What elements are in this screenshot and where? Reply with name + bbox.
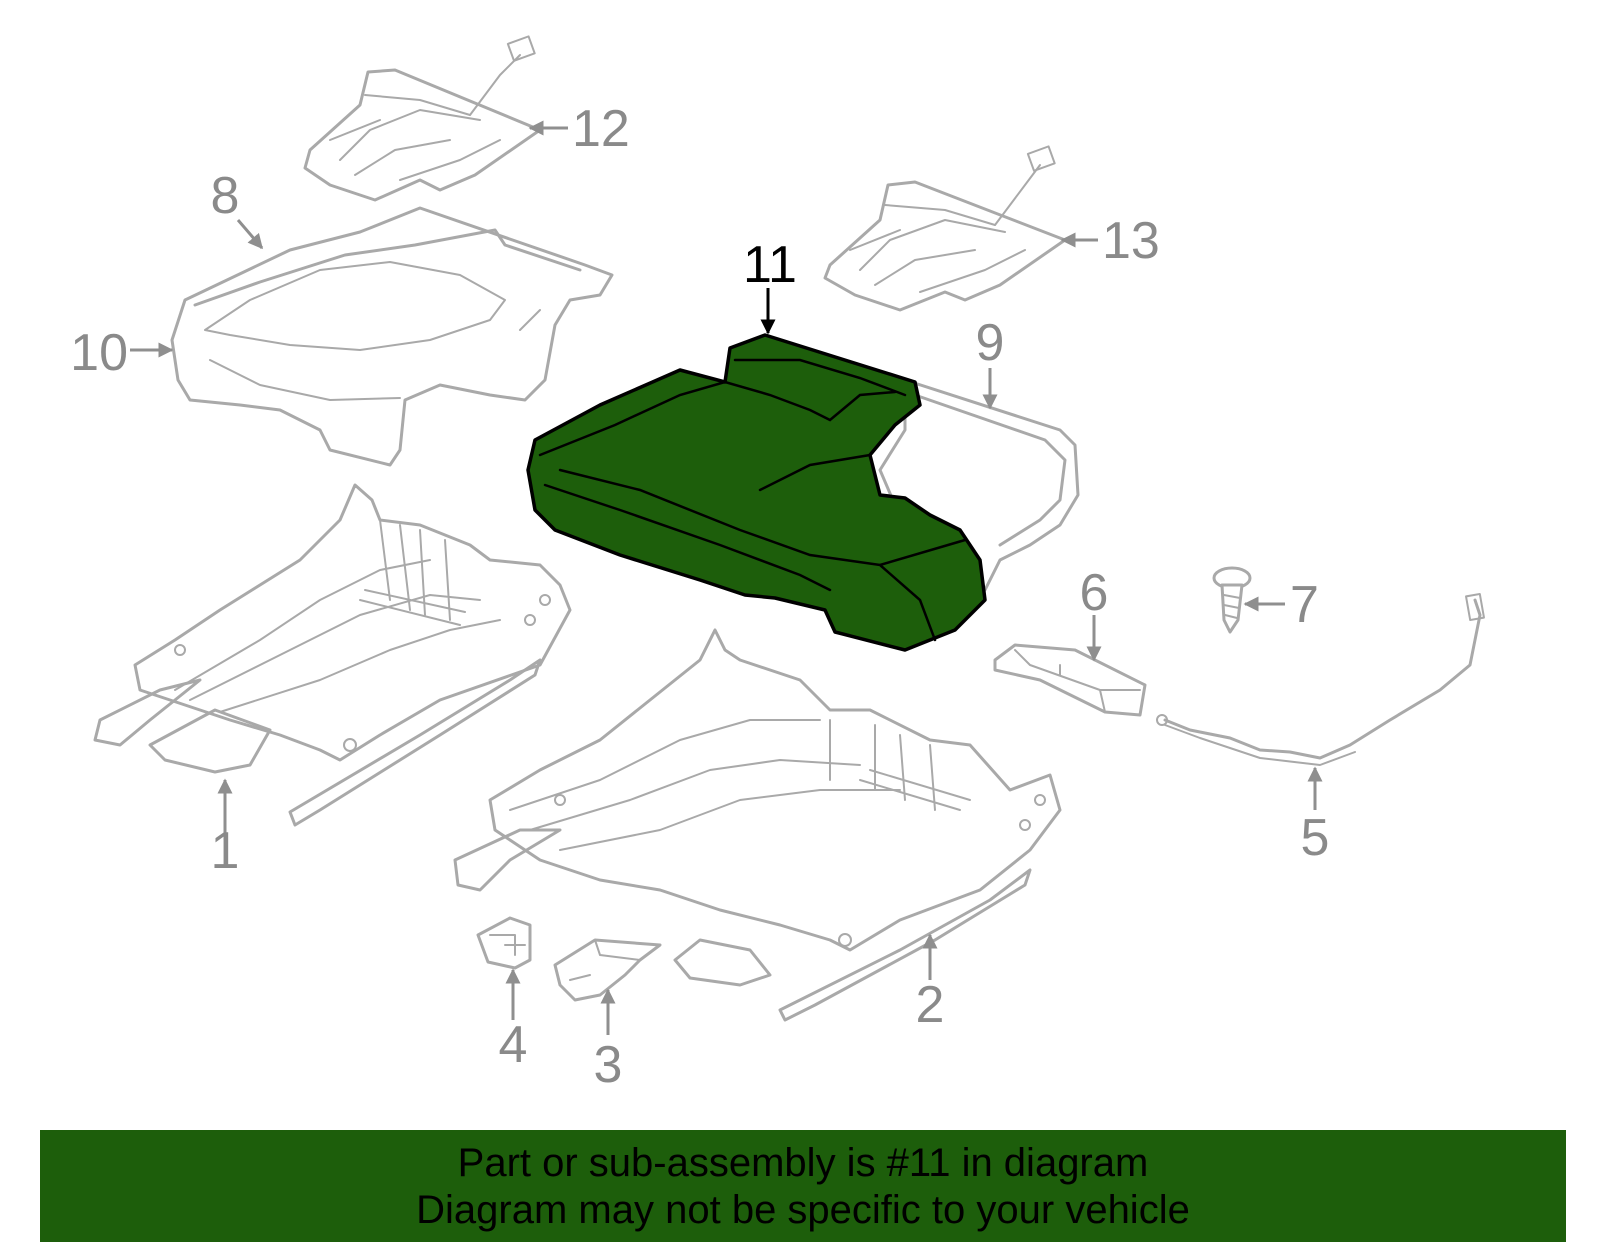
callout-1: 1	[211, 822, 240, 880]
callout-6: 6	[1080, 564, 1109, 622]
part-5-cable[interactable]	[1156, 592, 1485, 766]
callout-2: 2	[916, 976, 945, 1034]
callout-labels: 1 2 3 4 5 6 7 8 9 10 11 12 13	[70, 100, 1329, 1094]
callout-4: 4	[499, 1016, 528, 1074]
callout-9: 9	[976, 314, 1005, 372]
callout-10: 10	[70, 324, 128, 382]
part-1-seat-track[interactable]	[93, 483, 572, 827]
part-11-seat-pad-highlighted[interactable]	[526, 333, 987, 652]
part-2-seat-track[interactable]	[453, 628, 1062, 1022]
part-6-module[interactable]	[993, 643, 1147, 717]
callout-5: 5	[1301, 809, 1330, 867]
callout-12: 12	[572, 100, 630, 158]
arrow-8	[236, 219, 264, 250]
part-12-heater-pad[interactable]	[303, 35, 542, 202]
part-3-bracket[interactable]	[553, 938, 662, 1002]
callout-11: 11	[743, 236, 797, 294]
info-banner: Part or sub-assembly is #11 in diagram D…	[40, 1130, 1566, 1242]
part-4-clip[interactable]	[476, 916, 532, 970]
callout-7: 7	[1290, 576, 1319, 634]
callout-13: 13	[1102, 212, 1160, 270]
banner-line-1: Part or sub-assembly is #11 in diagram	[457, 1141, 1149, 1185]
part-13-heater-pad[interactable]	[823, 145, 1067, 312]
part-8-10-seat-cushion-cover[interactable]	[170, 206, 614, 467]
banner-line-2: Diagram may not be specific to your vehi…	[416, 1188, 1190, 1232]
part-7-bolt[interactable]	[1212, 566, 1252, 634]
callout-3: 3	[594, 1036, 623, 1094]
callout-8: 8	[211, 167, 240, 225]
callout-arrows	[130, 120, 1323, 1035]
